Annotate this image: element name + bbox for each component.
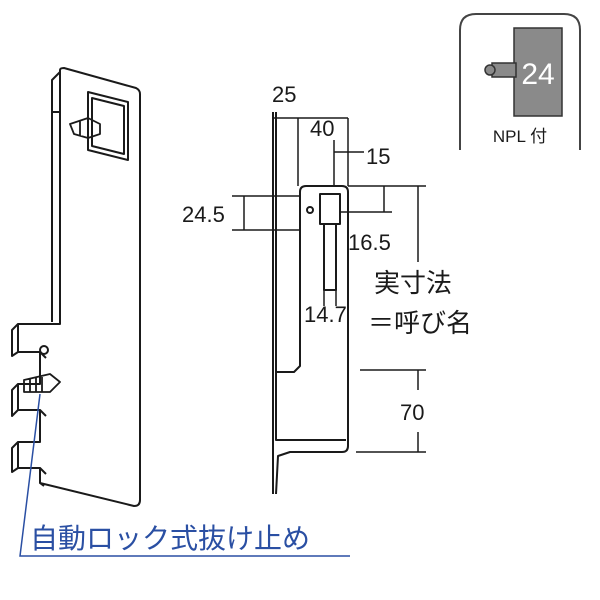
auto-lock-clip-icon <box>23 373 61 393</box>
note-nominal: ＝呼び名 <box>368 308 472 338</box>
side-profile <box>275 112 349 495</box>
badge-connector-knob-icon <box>484 64 496 76</box>
bracket-side-view <box>272 112 349 495</box>
dim-24-5: 24.5 <box>182 202 225 227</box>
badge-number-box <box>513 27 563 117</box>
badge-caption: NPL 付 <box>493 127 547 146</box>
bracket-hook-edges <box>39 351 47 487</box>
bracket-window <box>87 91 129 161</box>
bracket-pin-hole <box>39 345 49 355</box>
side-slot-body <box>323 224 337 291</box>
side-slot <box>319 193 341 225</box>
badge-number: 24 <box>521 58 554 91</box>
dim-14-7: 14.7 <box>304 302 347 327</box>
window-knob-icon <box>69 117 101 139</box>
badge-frame <box>459 13 581 150</box>
side-slot-pin <box>306 206 314 214</box>
dim-15: 15 <box>366 144 390 169</box>
note-actual-size: 実寸法 <box>374 268 452 298</box>
bracket-front-view <box>11 67 141 507</box>
dimension-lines <box>232 117 426 453</box>
npl-badge: 24 NPL 付 <box>459 13 581 150</box>
dim-70: 70 <box>400 400 424 425</box>
bracket-outline <box>17 67 141 507</box>
dim-16-5: 16.5 <box>348 230 391 255</box>
callout-leader <box>19 393 350 557</box>
bracket-back-edge <box>11 323 19 473</box>
bracket-thickness-edge <box>51 71 61 322</box>
dim-40: 40 <box>310 116 334 141</box>
side-profile-inner <box>275 372 346 441</box>
dim-25: 25 <box>272 82 296 107</box>
callout-label: 自動ロック式抜け止め <box>30 523 310 554</box>
